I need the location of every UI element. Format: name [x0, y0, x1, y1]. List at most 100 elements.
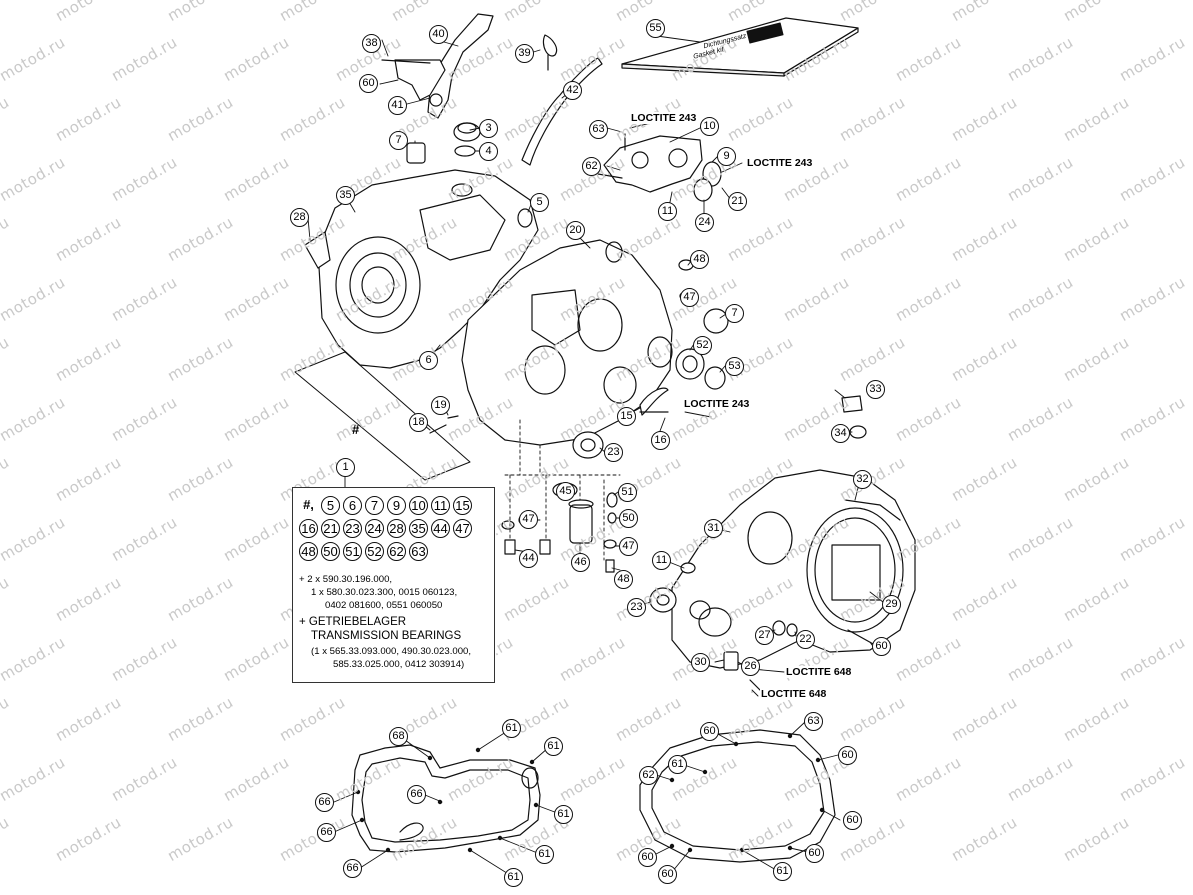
callout-29: 29: [882, 595, 901, 614]
legend-item: 24: [365, 519, 384, 538]
callout-19: 19: [431, 396, 450, 415]
callout-44: 44: [519, 549, 538, 568]
callout-21: 21: [728, 192, 747, 211]
callout-60: 60: [359, 74, 378, 93]
legend-item: 62: [387, 542, 406, 561]
callout-33: 33: [866, 380, 885, 399]
legend-item: 28: [387, 519, 406, 538]
callout-40: 40: [429, 25, 448, 44]
callout-46: 46: [571, 553, 590, 572]
callout-32: 32: [853, 470, 872, 489]
callout-30: 30: [691, 653, 710, 672]
callout-61: 61: [535, 845, 554, 864]
legend-note-line: (1 x 565.33.093.000, 490.30.023.000,: [311, 646, 472, 657]
legend-item: 23: [343, 519, 362, 538]
left-crankcase-half: [317, 169, 539, 369]
callout-62: 62: [639, 766, 658, 785]
callout-50: 50: [619, 509, 638, 528]
callout-47: 47: [519, 510, 538, 529]
callout-61: 61: [502, 719, 521, 738]
callout-51: 51: [618, 483, 637, 502]
crankcase-gasket-left: [351, 744, 541, 853]
loctite-label: LOCTITE 243: [630, 112, 698, 124]
legend-item: 52: [365, 542, 384, 561]
callout-66: 66: [315, 793, 334, 812]
legend-item: 48: [299, 542, 318, 561]
callout-24: 24: [695, 213, 714, 232]
loctite-label: LOCTITE 648: [760, 688, 828, 700]
legend-item: 6: [343, 496, 362, 515]
callout-66: 66: [343, 859, 362, 878]
callout-28: 28: [290, 208, 309, 227]
kickstart-bracket: [381, 13, 494, 119]
loctite-label: LOCTITE 648: [785, 666, 853, 678]
callout-55: 55: [646, 19, 665, 38]
legend-note-line: TRANSMISSION BEARINGS: [311, 630, 462, 642]
legend-item: 15: [453, 496, 472, 515]
callout-60: 60: [700, 722, 719, 741]
legend-item-grid: #, 5 6 7 9 10 11 15 16 21 23 24 28 35 44…: [299, 496, 489, 561]
callout-45: 45: [556, 482, 575, 501]
callout-61: 61: [773, 862, 792, 881]
legend-item: 10: [409, 496, 428, 515]
callout-20: 20: [566, 221, 585, 240]
loctite-label: LOCTITE 243: [683, 398, 751, 410]
callout-60: 60: [872, 637, 891, 656]
callout-35: 35: [336, 186, 355, 205]
callout-3: 3: [479, 119, 498, 138]
callout-61: 61: [504, 868, 523, 887]
legend-note-line: 1 x 580.30.023.300, 0015 060123,: [311, 587, 458, 598]
callout-1: 1: [336, 458, 355, 477]
gasket-kit-booklet: [621, 17, 859, 77]
callout-11: 11: [658, 202, 677, 221]
callout-66: 66: [317, 823, 336, 842]
callout-4: 4: [479, 142, 498, 161]
callout-66: 66: [407, 785, 426, 804]
callout-10: 10: [700, 117, 719, 136]
callout-60: 60: [838, 746, 857, 765]
callout-39: 39: [515, 44, 534, 63]
legend-item: 21: [321, 519, 340, 538]
callout-47: 47: [619, 537, 638, 556]
clutch-slave-bracket: [597, 133, 722, 202]
callout-68: 68: [389, 727, 408, 746]
legend-item: 16: [299, 519, 318, 538]
legend-item: 47: [453, 519, 472, 538]
callout-47: 47: [680, 288, 699, 307]
clutch-cover: [671, 469, 916, 669]
callout-41: 41: [388, 96, 407, 115]
callout-6: 6: [419, 351, 438, 370]
callout-60: 60: [843, 811, 862, 830]
legend-item: 63: [409, 542, 428, 561]
callout-22: 22: [796, 630, 815, 649]
callout-7: 7: [725, 304, 744, 323]
callout-27: 27: [755, 626, 774, 645]
callout-11: 11: [652, 551, 671, 570]
callout-31: 31: [704, 519, 723, 538]
callout-61: 61: [668, 755, 687, 774]
legend-item: 5: [321, 496, 340, 515]
legend-item: 51: [343, 542, 362, 561]
callout-38: 38: [362, 34, 381, 53]
base-gasket-hash-label: #: [352, 422, 360, 437]
legend-item: 50: [321, 542, 340, 561]
legend-note-line: + 2 x 590.30.196.000,: [299, 574, 393, 585]
callout-62: 62: [582, 157, 601, 176]
callout-61: 61: [544, 737, 563, 756]
callout-60: 60: [805, 844, 824, 863]
callout-26: 26: [741, 657, 760, 676]
callout-61: 61: [554, 805, 573, 824]
callout-15: 15: [617, 407, 636, 426]
callout-23: 23: [627, 598, 646, 617]
callout-63: 63: [589, 120, 608, 139]
callout-5: 5: [530, 193, 549, 212]
callout-48: 48: [690, 250, 709, 269]
legend-note-line: 0402 081600, 0551 060050: [325, 600, 443, 611]
callout-7: 7: [389, 131, 408, 150]
callout-60: 60: [638, 848, 657, 867]
cable-guide: [521, 34, 603, 166]
kit-contents-legend: #, 5 6 7 9 10 11 15 16 21 23 24 28 35 44…: [292, 487, 495, 683]
legend-note-line: 585.33.025.000, 0412 303914): [333, 659, 465, 670]
legend-note-line: + GETRIEBELAGER: [299, 616, 407, 628]
